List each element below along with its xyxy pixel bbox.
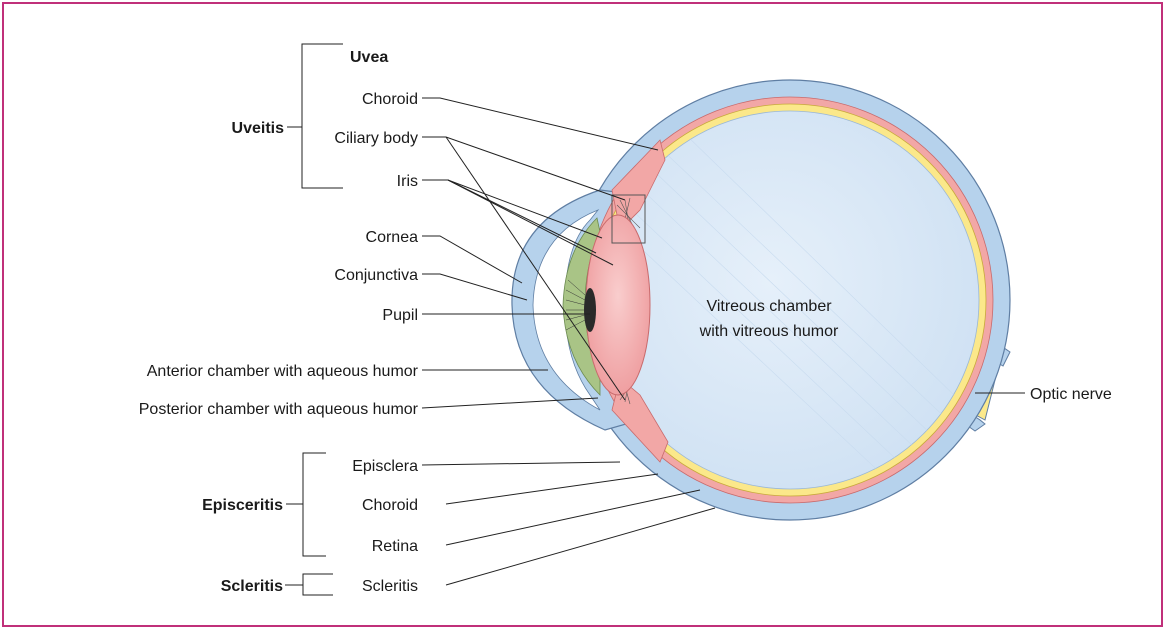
label-choroid-bottom: Choroid: [362, 497, 418, 514]
label-posterior-chamber: Posterior chamber with aqueous humor: [139, 401, 419, 418]
pupil-shape: [584, 288, 596, 332]
vitreous-label-line2: with vitreous humor: [699, 323, 839, 340]
label-ciliary-body: Ciliary body: [334, 130, 418, 147]
scleritis-bracket: [285, 574, 333, 595]
label-pupil: Pupil: [382, 307, 418, 324]
episceritis-bracket: [286, 453, 326, 556]
label-scleritis: Scleritis: [362, 578, 418, 595]
label-iris: Iris: [397, 173, 418, 190]
episceritis-heading: Episceritis: [202, 497, 283, 514]
label-choroid-top: Choroid: [362, 91, 418, 108]
uveitis-bracket: [287, 44, 343, 188]
label-anterior-chamber: Anterior chamber with aqueous humor: [147, 363, 419, 380]
vitreous-label-line1: Vitreous chamber: [706, 298, 832, 315]
uveitis-heading: Uveitis: [232, 120, 285, 137]
label-retina: Retina: [372, 538, 418, 555]
label-optic-nerve: Optic nerve: [1030, 386, 1112, 403]
label-episclera: Episclera: [352, 458, 418, 475]
scleritis-heading: Scleritis: [221, 578, 283, 595]
label-conjunctiva: Conjunctiva: [334, 267, 418, 284]
uvea-heading: Uvea: [350, 49, 388, 66]
label-cornea: Cornea: [366, 229, 419, 246]
